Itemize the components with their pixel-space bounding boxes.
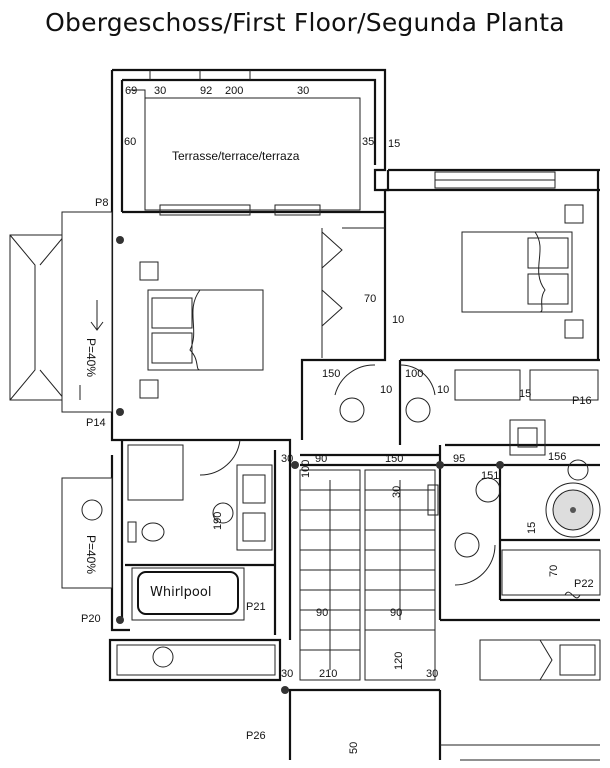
svg-text:15: 15 <box>519 388 531 400</box>
marker-p26: P26 <box>246 730 266 742</box>
bed-left <box>139 261 264 399</box>
svg-text:50: 50 <box>348 742 360 754</box>
shower <box>545 482 601 538</box>
svg-text:90: 90 <box>316 607 328 619</box>
doors <box>199 364 501 586</box>
stairs <box>299 469 436 681</box>
svg-text:35: 35 <box>362 136 374 148</box>
marker-p16: P16 <box>572 395 592 407</box>
dimension-labels: 69 30 92 200 30 60 35 15 70 10 150 10 10… <box>124 85 566 754</box>
svg-text:15: 15 <box>388 138 400 150</box>
svg-text:190: 190 <box>212 512 224 530</box>
svg-text:30: 30 <box>154 85 166 97</box>
svg-text:100: 100 <box>300 460 312 478</box>
whirlpool-label: Whirlpool <box>150 585 211 600</box>
svg-text:10: 10 <box>380 384 392 396</box>
point-markers: P8 P14 P16 P20 P21 P22 P26 <box>81 197 594 742</box>
svg-text:30: 30 <box>426 668 438 680</box>
marker-p22: P22 <box>574 578 594 590</box>
svg-text:210: 210 <box>319 668 337 680</box>
svg-text:30: 30 <box>297 85 309 97</box>
svg-text:30: 30 <box>281 668 293 680</box>
columns <box>116 236 504 694</box>
svg-text:92: 92 <box>200 85 212 97</box>
svg-text:150: 150 <box>322 368 340 380</box>
svg-text:30: 30 <box>281 453 293 465</box>
slope-left-bottom: P=40% <box>84 535 98 574</box>
marker-p21: P21 <box>246 601 266 613</box>
slope-left-top: P=40% <box>84 338 98 377</box>
svg-text:70: 70 <box>548 565 560 577</box>
svg-text:90: 90 <box>315 453 327 465</box>
bath-fixtures <box>127 419 589 668</box>
marker-p14: P14 <box>86 417 106 429</box>
svg-text:200: 200 <box>225 85 243 97</box>
left-canopy <box>9 211 113 589</box>
svg-text:60: 60 <box>124 136 136 148</box>
svg-text:100: 100 <box>405 368 423 380</box>
svg-text:69: 69 <box>125 85 137 97</box>
svg-text:90: 90 <box>390 607 402 619</box>
windows <box>149 70 556 216</box>
terrace-label: Terrasse/terrace/terraza <box>172 149 300 163</box>
page-title: Obergeschoss/First Floor/Segunda Planta <box>45 8 565 37</box>
svg-text:10: 10 <box>437 384 449 396</box>
svg-text:120: 120 <box>393 652 405 670</box>
svg-text:30: 30 <box>391 486 403 498</box>
marker-p8: P8 <box>95 197 108 209</box>
svg-text:15: 15 <box>526 522 538 534</box>
svg-text:10: 10 <box>392 314 404 326</box>
svg-text:150: 150 <box>385 453 403 465</box>
svg-text:156: 156 <box>548 451 566 463</box>
svg-text:70: 70 <box>364 293 376 305</box>
svg-text:151: 151 <box>481 470 499 482</box>
marker-p20: P20 <box>81 613 101 625</box>
svg-text:95: 95 <box>453 453 465 465</box>
bed-bottom-right <box>479 549 601 681</box>
wardrobes <box>321 231 599 401</box>
bed-right <box>461 204 584 339</box>
